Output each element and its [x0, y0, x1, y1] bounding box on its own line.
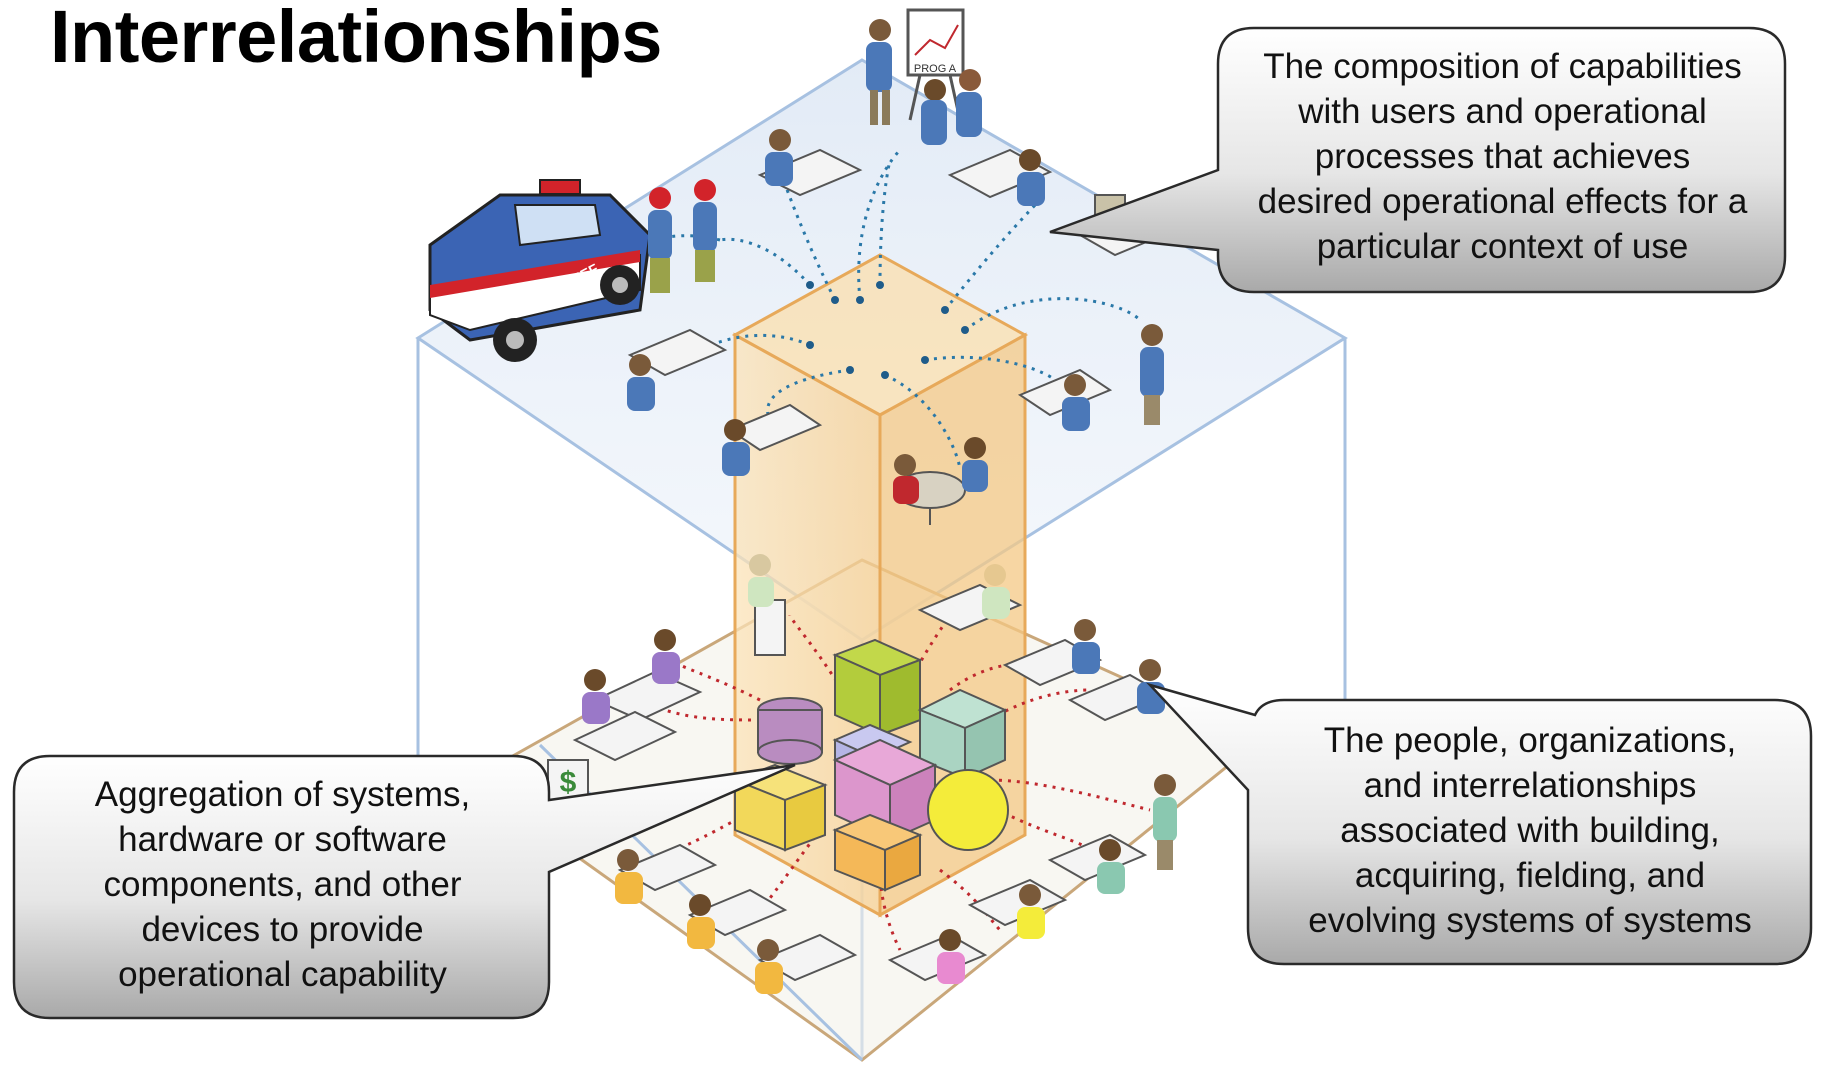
callout-top-line: with users and operational [1298, 92, 1707, 131]
system-a [757, 697, 823, 765]
easel-label: PROG A [914, 63, 957, 75]
upper-floor-people: PROG A FIRE CHIEF [428, 8, 1178, 525]
system-f [832, 813, 923, 892]
callout-left-bubble [12, 754, 796, 1020]
fire-chief-vehicle: FIRE CHIEF [428, 179, 717, 362]
callout-right-line: associated with building, [1340, 811, 1720, 850]
callout-left-line: components, and other [103, 865, 462, 904]
lower-floor-people: $ [547, 554, 1177, 994]
callout-top-text: The composition of capabilities with use… [1225, 44, 1780, 269]
system-d [917, 688, 1008, 780]
callout-left-line: operational capability [118, 955, 447, 994]
callout-right-text: The people, organizations, and interrela… [1254, 718, 1806, 943]
system-e [832, 638, 923, 737]
callout-right-line: acquiring, fielding, and [1354, 856, 1706, 895]
callout-left-line: Aggregation of systems, [94, 775, 471, 814]
callout-top-line: The composition of capabilities [1263, 47, 1742, 86]
callout-right-line: The people, organizations, [1323, 721, 1737, 760]
callout-left-line: devices to provide [141, 910, 424, 949]
system-h [927, 769, 1009, 851]
callout-left-text: Aggregation of systems, hardware or soft… [20, 772, 545, 997]
upper-link-nodes [806, 281, 969, 379]
svg-text:$: $ [560, 766, 577, 799]
callout-right-line: evolving systems of systems [1308, 901, 1752, 940]
callout-top-line: particular context of use [1316, 227, 1689, 266]
callout-left-line: hardware or software [118, 820, 447, 859]
systems-cluster [732, 638, 1009, 892]
easel-presentation: PROG A [866, 8, 982, 145]
callout-top-bubble [1049, 26, 1787, 294]
page-title: Interrelationships [50, 0, 662, 78]
system-g [732, 763, 828, 852]
callout-right-line: and interrelationships [1363, 766, 1697, 805]
callout-top-line: desired operational effects for a [1257, 182, 1748, 221]
callout-right-bubble [1146, 682, 1813, 966]
callout-top-line: processes that achieves [1314, 137, 1691, 176]
